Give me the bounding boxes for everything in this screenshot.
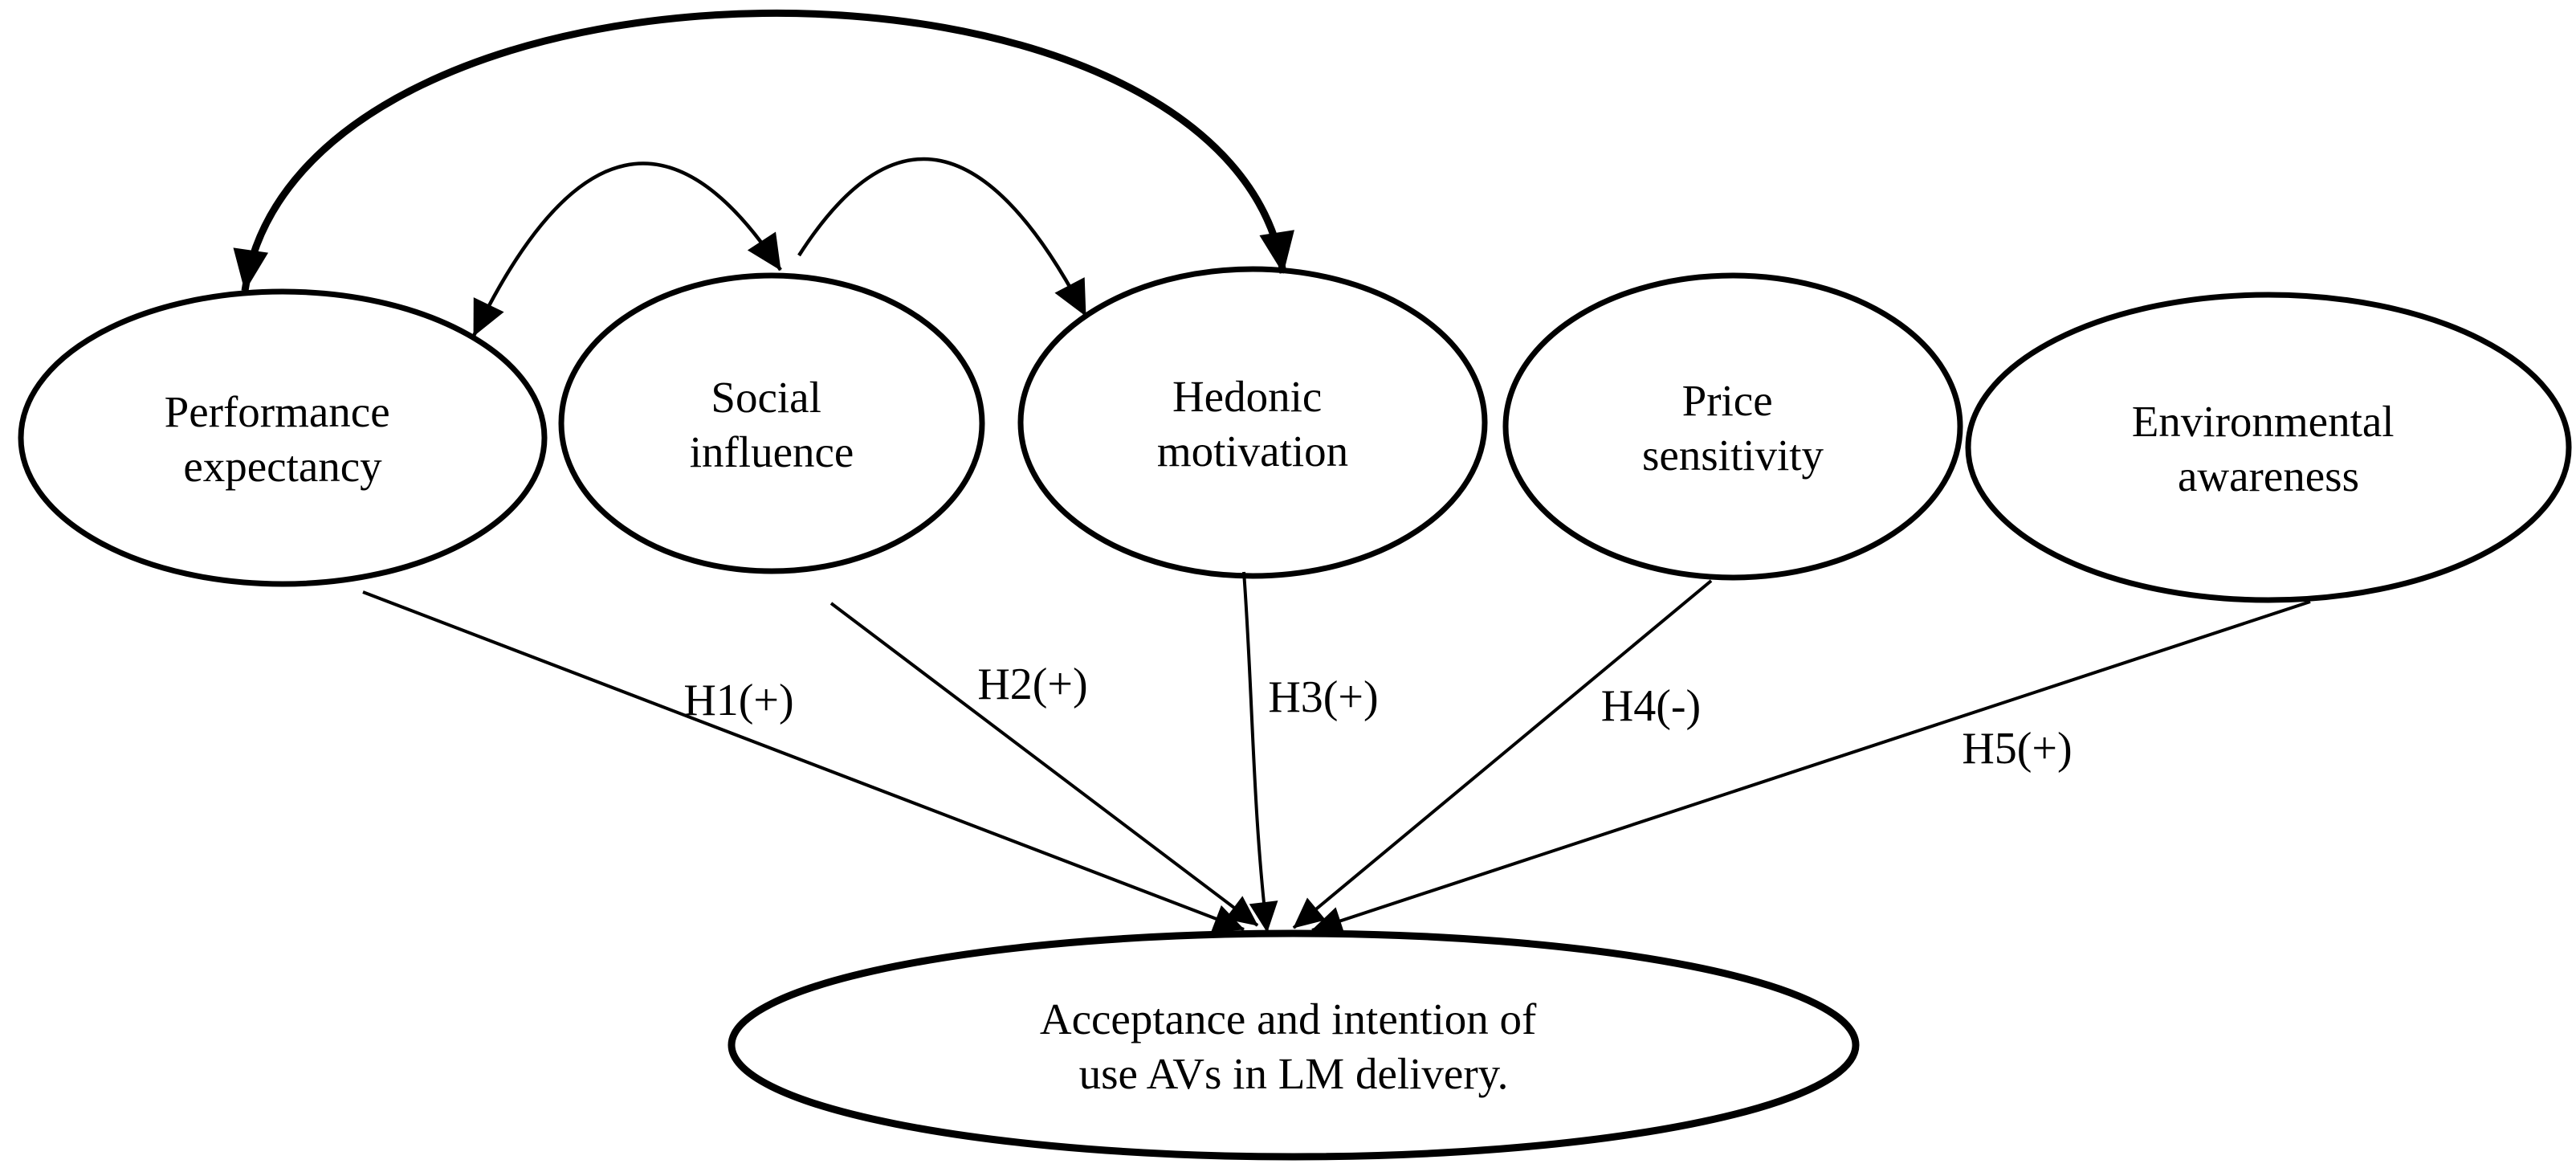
covariance-arc-pe-hm [233, 10, 1294, 292]
node-label-hedonic-motivation: Hedonic motivation [1157, 372, 1348, 476]
node-social-influence [558, 272, 985, 574]
node-hedonic-motivation [1017, 266, 1488, 579]
hypothesis-arrow-h5 [1311, 600, 2311, 935]
hypothesis-arrow-h1 [362, 590, 1245, 933]
hypothesis-label-h5: H5(+) [1962, 724, 2072, 774]
hypothesis-arrow-h4 [1292, 579, 1713, 929]
node-label-social-influence: Social influence [690, 373, 854, 476]
node-label-environmental-awareness: Environmental awareness [2132, 397, 2406, 500]
hypothesis-label-h3: H3(+) [1268, 672, 1378, 722]
hypothesis-arrow-h3 [1242, 571, 1278, 933]
node-environmental-awareness [1965, 292, 2572, 603]
node-acceptance-intention [728, 929, 1860, 1161]
node-performance-expectancy [18, 288, 548, 587]
covariance-arc-si-hm [797, 157, 1087, 317]
hypothesis-label-h1: H1(+) [683, 676, 793, 725]
hypothesis-arrow-h2 [829, 602, 1259, 927]
hypothesis-label-h2: H2(+) [977, 660, 1087, 709]
node-label-performance-expectancy: Performance expectancy [165, 387, 401, 491]
hypothesis-label-h4: H4(-) [1601, 681, 1701, 731]
node-price-sensitivity [1502, 272, 1963, 581]
covariance-arc-pe-si [471, 161, 782, 337]
node-label-price-sensitivity: Price sensitivity [1642, 376, 1824, 480]
node-label-acceptance-intention: Acceptance and intention of use AVs in L… [1040, 994, 1547, 1098]
